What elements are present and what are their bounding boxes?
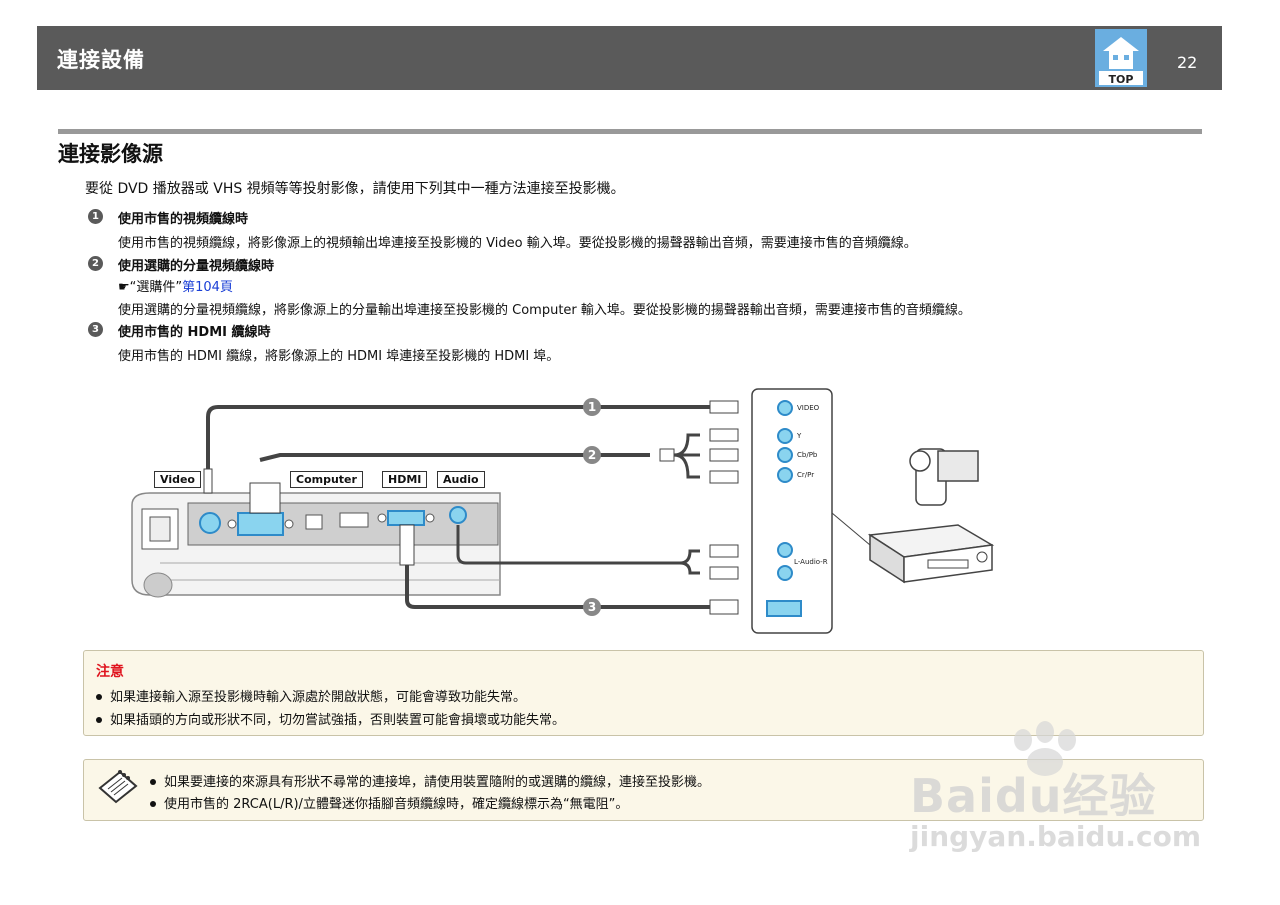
- dvd-player-icon: [867, 524, 995, 584]
- item-heading: 使用市售的視頻纜線時: [118, 212, 249, 227]
- paw-logo-icon: [1014, 721, 1076, 776]
- header-title: 連接設備: [57, 48, 145, 72]
- item-number: 3: [88, 322, 103, 337]
- video-callout: Video: [154, 471, 201, 488]
- port-label-y: Y: [797, 432, 802, 440]
- tip-text: 使用市售的 2RCA(L/R)/立體聲迷你插腳音頻纜線時，確定纜線標示為“無電阻…: [164, 797, 629, 812]
- watermark-url: jingyan.baidu.com: [910, 820, 1202, 853]
- caution-text: 如果連接輸入源至投影機時輸入源處於開啟狀態，可能會導致功能失常。: [110, 690, 527, 705]
- cable-marker-1: 1: [583, 398, 601, 416]
- item-1-desc: 使用市售的視頻纜線，將影像源上的視頻輸出埠連接至投影機的 Video 輸入埠。要…: [118, 236, 917, 251]
- notebook-icon: [98, 770, 138, 804]
- port-label-audio: L-Audio-R: [794, 558, 828, 566]
- page-header: 連接設備 TOP 22: [37, 26, 1222, 90]
- tip-line: 使用市售的 2RCA(L/R)/立體聲迷你插腳音頻纜線時，確定纜線標示為“無電阻…: [150, 793, 628, 812]
- section-rule: [58, 129, 1202, 134]
- item-heading: 使用市售的 HDMI 纜線時: [118, 325, 271, 340]
- page-ref-link[interactable]: 第104頁: [182, 280, 233, 295]
- audio-callout: Audio: [437, 471, 485, 488]
- tip-box: 如果要連接的來源具有形狀不尋常的連接埠，請使用裝置隨附的或選購的纜線，連接至投影…: [83, 759, 1204, 821]
- computer-callout: Computer: [290, 471, 363, 488]
- top-button[interactable]: TOP: [1095, 29, 1147, 87]
- audio-port: [449, 506, 467, 524]
- section-title: 連接影像源: [58, 142, 163, 166]
- video-port: [199, 512, 221, 534]
- ref-prefix: ☛“選購件”: [118, 280, 183, 295]
- cable-number: 3: [588, 600, 596, 614]
- computer-port: [237, 512, 284, 536]
- caution-line: 如果連接輸入源至投影機時輸入源處於開啟狀態，可能會導致功能失常。: [96, 686, 526, 705]
- item-2-desc: 使用選購的分量視頻纜線，將影像源上的分量輸出埠連接至投影機的 Computer …: [118, 303, 971, 318]
- cable-number: 2: [588, 448, 596, 462]
- caution-text: 如果插頭的方向或形狀不同，切勿嘗試強插，否則裝置可能會損壞或功能失常。: [110, 713, 566, 728]
- connection-diagram: 1 2 3: [120, 385, 1000, 644]
- caution-box: 注意 如果連接輸入源至投影機時輸入源處於開啟狀態，可能會導致功能失常。 如果插頭…: [83, 650, 1204, 736]
- hdmi-port: [387, 510, 425, 526]
- caution-title: 注意: [96, 664, 124, 680]
- bullet-icon: [150, 800, 156, 807]
- tip-text: 如果要連接的來源具有形狀不尋常的連接埠，請使用裝置隨附的或選購的纜線，連接至投影…: [164, 775, 711, 790]
- item-3-desc: 使用市售的 HDMI 纜線，將影像源上的 HDMI 埠連接至投影機的 HDMI …: [118, 349, 560, 364]
- cable-number: 1: [588, 400, 596, 414]
- item-2-ref: ☛“選購件”第104頁: [118, 276, 233, 295]
- intro-text: 要從 DVD 播放器或 VHS 視頻等等投射影像，請使用下列其中一種方法連接至投…: [85, 181, 625, 197]
- top-home-icon: [1095, 29, 1147, 87]
- bullet-icon: [150, 778, 156, 785]
- item-number: 2: [88, 256, 103, 271]
- bullet-icon: [96, 693, 102, 700]
- watermark-brand: Baidu经验: [910, 769, 1157, 823]
- page-number: 22: [1177, 53, 1198, 72]
- item-heading: 使用選購的分量視頻纜線時: [118, 259, 275, 274]
- hdmi-callout: HDMI: [382, 471, 428, 488]
- item-number: 1: [88, 209, 103, 224]
- camcorder-icon: [909, 448, 979, 506]
- connection-diagram-svg: 1 2 3: [131, 388, 995, 634]
- tip-line: 如果要連接的來源具有形狀不尋常的連接埠，請使用裝置隨附的或選購的纜線，連接至投影…: [150, 771, 710, 790]
- cable-marker-3: 3: [583, 598, 601, 616]
- baidu-watermark: Baidu经验 jingyan.baidu.com: [905, 720, 1205, 860]
- port-label-cb: Cb/Pb: [797, 451, 818, 459]
- caution-line: 如果插頭的方向或形狀不同，切勿嘗試強插，否則裝置可能會損壞或功能失常。: [96, 709, 565, 728]
- port-label-video: VIDEO: [797, 404, 820, 412]
- top-label: TOP: [1108, 73, 1134, 86]
- bullet-icon: [96, 716, 102, 723]
- port-label-cr: Cr/Pr: [797, 471, 815, 479]
- cable-marker-2: 2: [583, 446, 601, 464]
